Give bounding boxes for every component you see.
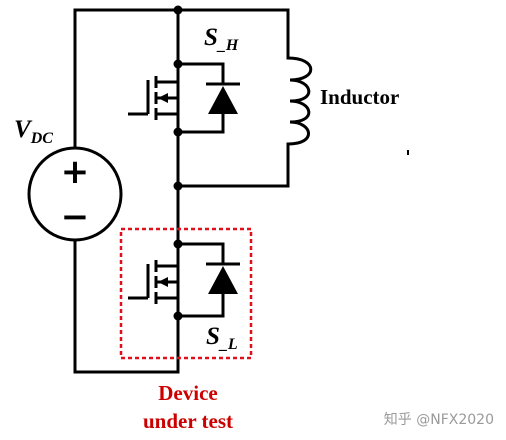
low-switch-label-main: S [206,323,220,350]
junction-dot [173,181,183,191]
inductor-coil [287,56,313,146]
source-label-main: V [14,116,33,143]
junction-dot [173,59,183,69]
source-label: VDC [14,116,53,147]
high-switch-label-main: S [204,24,218,51]
diode-triangle [208,86,238,114]
junction-dot [173,239,183,249]
low-side-mosfet [128,260,178,304]
dc-voltage-source: + − [27,146,123,242]
source-minus-sign: − [61,197,90,237]
junction-dot [173,127,183,137]
junction-dots [173,5,183,321]
source-plus-sign: + [61,152,90,192]
dut-label-line1: Device [158,381,217,405]
watermark-text: 知乎 @NFX2020 [384,411,494,428]
wires [73,8,290,374]
dc-source-circle [27,146,123,242]
low-switch-label-sub: _L [218,336,238,353]
source-label-sub: DC [30,130,54,147]
dut-label-line2: under test [143,409,233,433]
low-side-diode [206,262,240,294]
junction-dot [173,5,183,15]
high-side-mosfet [128,76,178,120]
high-side-mosfet-arrow [158,93,168,103]
inductor-label: Inductor [320,85,399,109]
low-side-mosfet-arrow [158,277,168,287]
high-side-diode [206,82,240,114]
dut-dashed-box [119,227,253,360]
diode-triangle [208,266,238,294]
junction-dot [173,311,183,321]
high-switch-label-sub: _H [216,37,239,54]
low-switch-label: S_L [206,323,238,353]
high-switch-label: S_H [204,24,239,54]
